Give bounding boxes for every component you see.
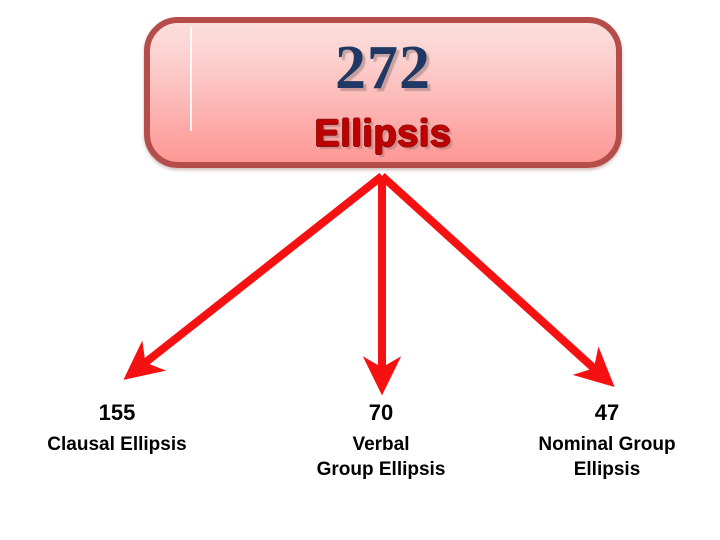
root-node-box: 272 Ellipsis — [144, 17, 622, 168]
leaf-count: 70 — [368, 400, 394, 425]
leaf-count: 47 — [594, 400, 620, 425]
leaf-label-line: Verbal — [352, 434, 410, 456]
leaf-label-line: Nominal Group — [538, 434, 676, 456]
leaf-label-line: Group Ellipsis — [316, 458, 446, 480]
leaf-count: 155 — [98, 400, 136, 425]
root-count: 272 — [335, 34, 431, 102]
leaf-node-clausal-ellipsis: 155 Clausal Ellipsis — [6, 400, 228, 458]
leaf-node-nominal-group-ellipsis: 47 Nominal Group Ellipsis — [498, 400, 716, 483]
arrow-to-clausal-ellipsis — [123, 172, 385, 380]
arrow-to-nominal-group-ellipsis — [379, 173, 615, 388]
leaf-label: Verbal Group Ellipsis — [272, 433, 490, 482]
root-label: Ellipsis — [314, 113, 452, 155]
leaf-label-line: Ellipsis — [573, 458, 641, 480]
leaf-label-line: Clausal Ellipsis — [47, 434, 187, 456]
leaf-label: Clausal Ellipsis — [6, 433, 228, 458]
leaf-label: Nominal Group Ellipsis — [498, 433, 716, 482]
box-highlight-line — [190, 27, 192, 131]
leaf-node-verbal-group-ellipsis: 70 Verbal Group Ellipsis — [272, 400, 490, 483]
